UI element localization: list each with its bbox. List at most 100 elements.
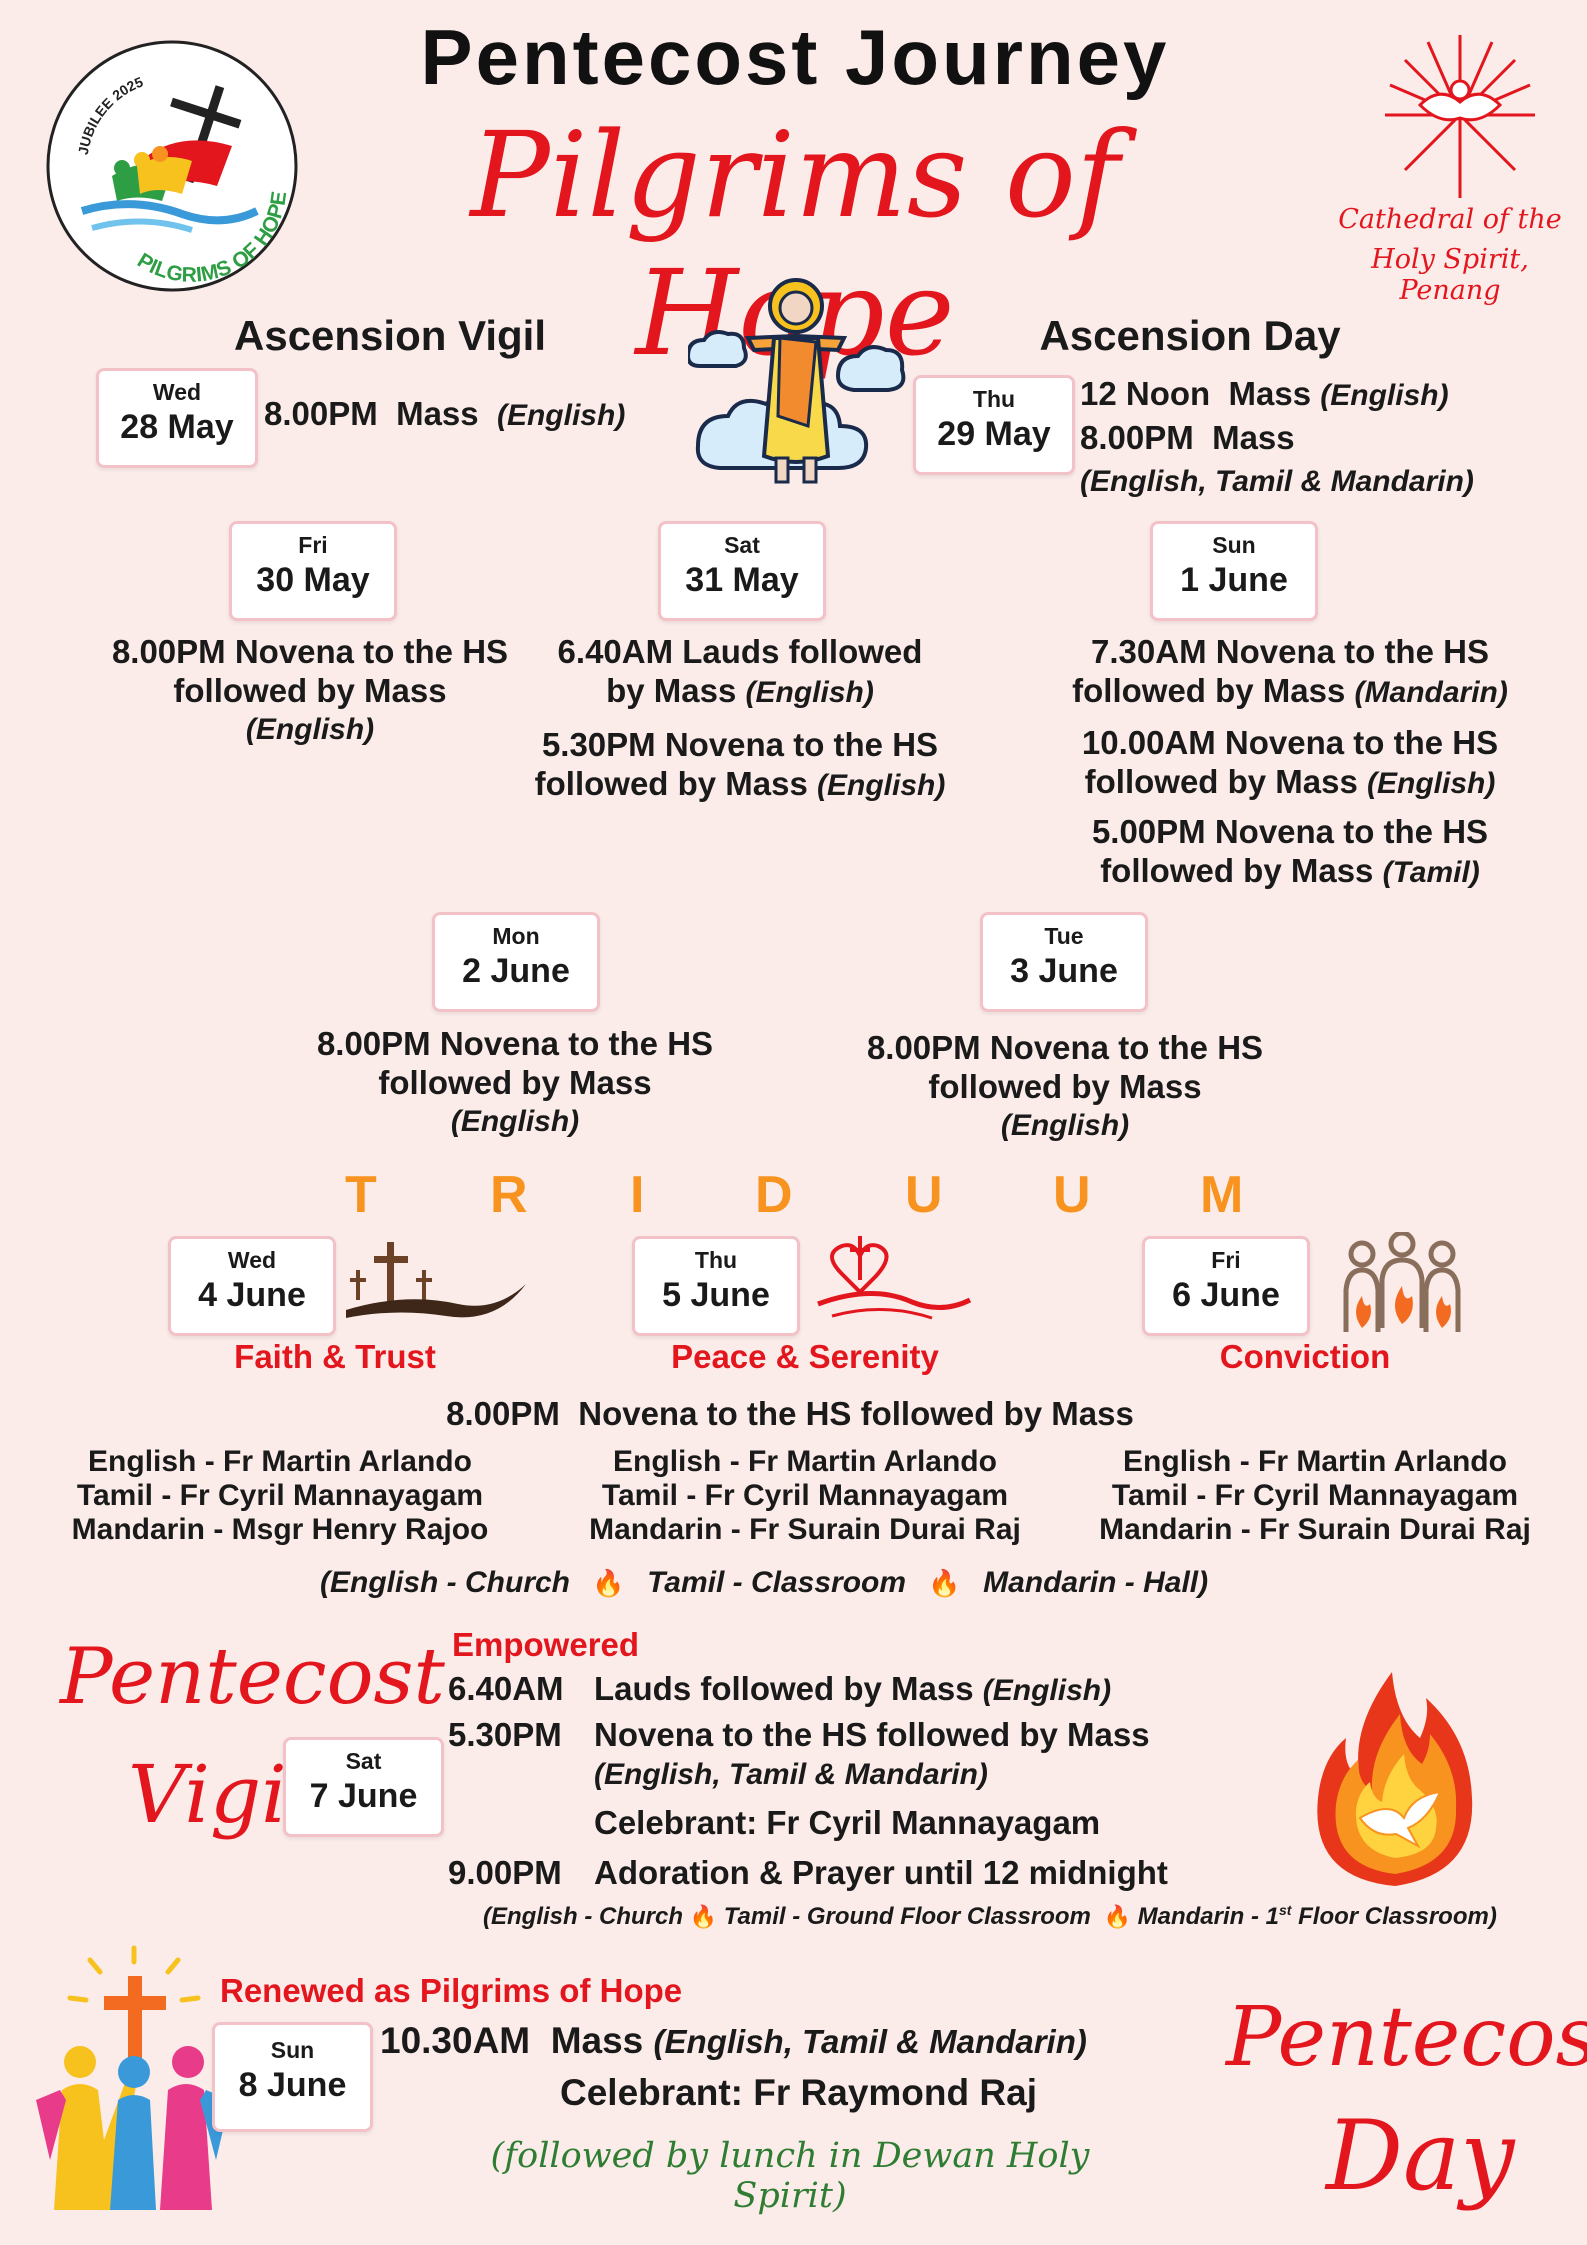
- event-language: (English): [496, 399, 626, 432]
- date-box-28-may: Wed 28 May: [96, 368, 258, 468]
- date: 28 May: [120, 408, 234, 446]
- ascension-day-event-2-language: (English, Tamil & Mandarin): [1080, 465, 1474, 498]
- triduum-letter: D: [755, 1166, 793, 1224]
- ascension-vigil-heading: Ascension Vigil: [234, 312, 546, 359]
- date: 5 June: [662, 1276, 770, 1314]
- weekday: Sun: [1212, 532, 1256, 558]
- ascension-vigil-event: 8.00PM Mass (English): [264, 394, 625, 435]
- theme-5-june: Peace & Serenity: [671, 1338, 939, 1375]
- date: 6 June: [1172, 1276, 1280, 1314]
- theme-4-june: Faith & Trust: [234, 1338, 436, 1375]
- weekday: Thu: [972, 386, 1016, 412]
- pentecost-vigil-theme: Empowered: [452, 1626, 640, 1663]
- weekday: Tue: [1044, 923, 1084, 949]
- event-name: Mass: [1212, 419, 1295, 456]
- page-title: Pentecost Journey: [420, 13, 1170, 101]
- date-box-5-june: Thu 5 June: [632, 1236, 800, 1336]
- date-box-2-june: Mon 2 June: [432, 912, 600, 1012]
- ascension-day-event-2: 8.00PM Mass: [1080, 418, 1295, 457]
- pentecost-day-note: (followed by lunch in Dewan Holy Spirit): [490, 2136, 1090, 2216]
- triduum-common-event: 8.00PM Novena to the HS followed by Mass: [446, 1395, 1134, 1432]
- triduum-letter: U: [905, 1166, 943, 1224]
- vigil-row-3-event: Adoration & Prayer until 12 midnight: [594, 1854, 1168, 1891]
- triduum-letter: R: [490, 1166, 528, 1224]
- date-box-1-june: Sun 1 June: [1150, 521, 1318, 621]
- weekday: Sun: [270, 2037, 315, 2063]
- theme-6-june: Conviction: [1219, 1338, 1391, 1375]
- event-time: 8.00PM: [1080, 419, 1194, 456]
- date: 1 June: [1180, 561, 1288, 599]
- weekday: Wed: [152, 379, 202, 405]
- venue-bracket-open: (: [483, 1903, 491, 1930]
- ascending-christ-icon: [685, 276, 908, 506]
- date-box-8-june: Sun 8 June: [212, 2022, 373, 2132]
- vigil-row-1-time: 6.40AM: [448, 1670, 564, 1707]
- cathedral-name-line1: Cathedral of the: [1338, 204, 1562, 235]
- weekday: Mon: [492, 923, 540, 949]
- date-box-30-may: Fri 30 May: [229, 521, 397, 621]
- event-1-june: 7.30AM Novena to the HS followed by Mass…: [1072, 633, 1508, 889]
- event-language: (English, Tamil & Mandarin): [653, 2023, 1087, 2060]
- pentecost-day-title: Pentecost: [1226, 1990, 1587, 2085]
- pentecost-vigil-title-2: Vigil: [128, 1748, 313, 1841]
- venue-bracket-close: ): [1488, 1903, 1497, 1930]
- event-name: Mass: [396, 395, 479, 432]
- jubilee-logo-icon: JUBILEE 2025 PILGRIMS OF HOPE: [42, 36, 302, 296]
- vigil-row-3-time: 9.00PM: [448, 1854, 562, 1891]
- weekday: Thu: [694, 1247, 738, 1273]
- celebrants-6-june: English - Fr Martin Arlando Tamil - Fr C…: [1099, 1445, 1531, 1546]
- flame-icon: 🔥: [928, 1568, 961, 1598]
- triduum-letter: I: [630, 1166, 645, 1224]
- vigil-row-2-time: 5.30PM: [448, 1716, 562, 1753]
- event-language: (English): [1320, 379, 1449, 412]
- triduum-letter: T: [345, 1166, 377, 1224]
- flame-icon: 🔥: [1103, 1904, 1131, 1929]
- date: 3 June: [1010, 952, 1118, 990]
- vigil-venues: (English - Church 🔥 Tamil - Ground Floor…: [483, 1902, 1497, 1930]
- people-cross-icon: [30, 1940, 230, 2210]
- date-box-4-june: Wed 4 June: [168, 1236, 336, 1336]
- event-31-may: 6.40AM Lauds followed by Mass (English) …: [534, 633, 946, 802]
- vigil-row-2-event: Novena to the HS followed by Mass: [594, 1716, 1150, 1753]
- cathedral-dove-icon: [1380, 30, 1540, 200]
- pentecost-day-title-2: Day: [1326, 2100, 1515, 2212]
- vigil-row-2-language: (English, Tamil & Mandarin): [594, 1758, 988, 1791]
- date: 8 June: [238, 2066, 347, 2104]
- date: 29 May: [937, 415, 1051, 453]
- date-box-31-may: Sat 31 May: [658, 521, 826, 621]
- heart-cross-icon: [812, 1234, 972, 1328]
- ascension-day-event-1: 12 Noon Mass (English): [1080, 374, 1449, 415]
- flame-icon: 🔥: [592, 1568, 625, 1598]
- celebrants-4-june: English - Fr Martin Arlando Tamil - Fr C…: [71, 1445, 489, 1546]
- event-time: 8.00PM: [264, 395, 378, 432]
- flame-icon: 🔥: [689, 1904, 718, 1929]
- date: 4 June: [198, 1276, 306, 1314]
- date: 7 June: [309, 1777, 418, 1815]
- ascension-day-heading: Ascension Day: [1039, 312, 1341, 359]
- date-box-3-june: Tue 3 June: [980, 912, 1148, 1012]
- event-name: Mass: [1228, 375, 1312, 412]
- weekday: Fri: [1211, 1247, 1241, 1273]
- praying-people-flame-icon: [1340, 1230, 1464, 1336]
- event-3-june: 8.00PM Novena to the HS followed by Mass…: [866, 1029, 1264, 1142]
- vigil-row-1-event: Lauds followed by Mass (English): [594, 1670, 1112, 1707]
- date-box-6-june: Fri 6 June: [1142, 1236, 1310, 1336]
- holy-spirit-fire-dove-icon: [1300, 1668, 1490, 1890]
- pentecost-vigil-title: Pentecost: [60, 1632, 445, 1722]
- event-name: Mass: [550, 2020, 644, 2061]
- date: 31 May: [685, 561, 799, 599]
- pentecost-day-event: 10.30AM Mass (English, Tamil & Mandarin): [380, 2020, 1087, 2062]
- page-subtitle: Pilgrims of Hope: [470, 106, 1120, 382]
- date-box-7-june: Sat 7 June: [283, 1737, 444, 1837]
- event-2-june: 8.00PM Novena to the HS followed by Mass…: [316, 1025, 714, 1138]
- triduum-letter: M: [1200, 1166, 1244, 1224]
- event-time: 10.30AM: [380, 2020, 531, 2061]
- venue-bracket-open: (: [320, 1566, 330, 1599]
- celebrants-5-june: English - Fr Martin Arlando Tamil - Fr C…: [589, 1445, 1021, 1546]
- event-time: 12 Noon: [1080, 375, 1211, 412]
- weekday: Sat: [345, 1748, 382, 1774]
- date: 30 May: [256, 561, 370, 599]
- date: 2 June: [462, 952, 570, 990]
- cathedral-name-line2: Holy Spirit, Penang: [1371, 244, 1529, 306]
